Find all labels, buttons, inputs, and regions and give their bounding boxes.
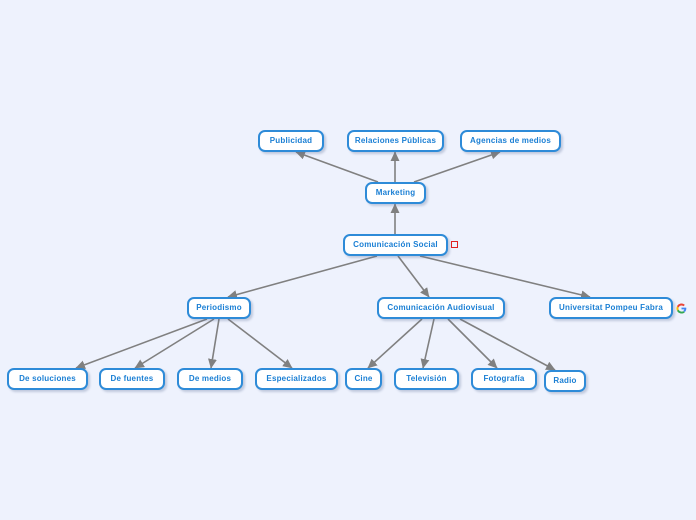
node-label: Periodismo xyxy=(196,303,242,312)
google-g-icon[interactable] xyxy=(676,303,687,314)
edge-audiovisual-to-radio xyxy=(459,318,556,371)
red-square-icon[interactable] xyxy=(451,241,458,248)
node-de-soluciones[interactable]: De soluciones xyxy=(7,368,88,390)
edge-comunicacion-to-periodismo xyxy=(227,255,378,299)
node-label: De medios xyxy=(188,374,232,383)
node-label: Relaciones Públicas xyxy=(354,136,437,145)
edge-audiovisual-to-fotografia xyxy=(447,318,498,369)
node-publicidad[interactable]: Publicidad xyxy=(258,130,324,152)
node-upf[interactable]: Universitat Pompeu Fabra xyxy=(549,297,673,319)
edge-marketing-to-publicidad xyxy=(295,150,379,183)
node-label: Publicidad xyxy=(269,136,313,145)
edge-periodismo-to-de-medios xyxy=(208,318,220,369)
node-marketing[interactable]: Marketing xyxy=(365,182,426,204)
node-radio[interactable]: Radio xyxy=(544,370,586,392)
node-label: De fuentes xyxy=(110,374,154,383)
node-especializados[interactable]: Especializados xyxy=(255,368,338,390)
node-fotografia[interactable]: Fotografía xyxy=(471,368,537,390)
node-de-medios[interactable]: De medios xyxy=(177,368,243,390)
node-label: Radio xyxy=(553,376,577,385)
node-label: Televisión xyxy=(406,374,447,383)
node-label: Fotografía xyxy=(483,374,525,383)
edge-periodismo-to-de-soluciones xyxy=(75,318,208,370)
node-agencias[interactable]: Agencias de medios xyxy=(460,130,561,152)
edge-comunicacion-to-upf xyxy=(419,255,591,300)
edge-comunicacion-to-audiovisual xyxy=(397,255,430,298)
node-label: Agencias de medios xyxy=(470,136,551,145)
node-periodismo[interactable]: Periodismo xyxy=(187,297,251,319)
edge-audiovisual-to-television xyxy=(420,318,435,369)
node-de-fuentes[interactable]: De fuentes xyxy=(99,368,165,390)
node-label: Comunicación Audiovisual xyxy=(387,303,495,312)
edges xyxy=(75,150,591,371)
node-comunicacion[interactable]: Comunicación Social xyxy=(343,234,448,256)
node-relaciones[interactable]: Relaciones Públicas xyxy=(347,130,444,152)
node-television[interactable]: Televisión xyxy=(394,368,459,390)
node-label: Marketing xyxy=(375,188,416,197)
node-label: Cine xyxy=(354,374,373,383)
edge-periodismo-to-especializados xyxy=(227,318,293,369)
edge-marketing-to-agencias xyxy=(413,150,501,183)
node-label: Comunicación Social xyxy=(353,240,438,249)
node-label: De soluciones xyxy=(19,374,76,383)
node-label: Especializados xyxy=(266,374,327,383)
edge-periodismo-to-de-fuentes xyxy=(134,318,215,369)
node-cine[interactable]: Cine xyxy=(345,368,382,390)
node-label: Universitat Pompeu Fabra xyxy=(559,303,663,312)
edge-audiovisual-to-cine xyxy=(367,318,423,369)
node-audiovisual[interactable]: Comunicación Audiovisual xyxy=(377,297,505,319)
